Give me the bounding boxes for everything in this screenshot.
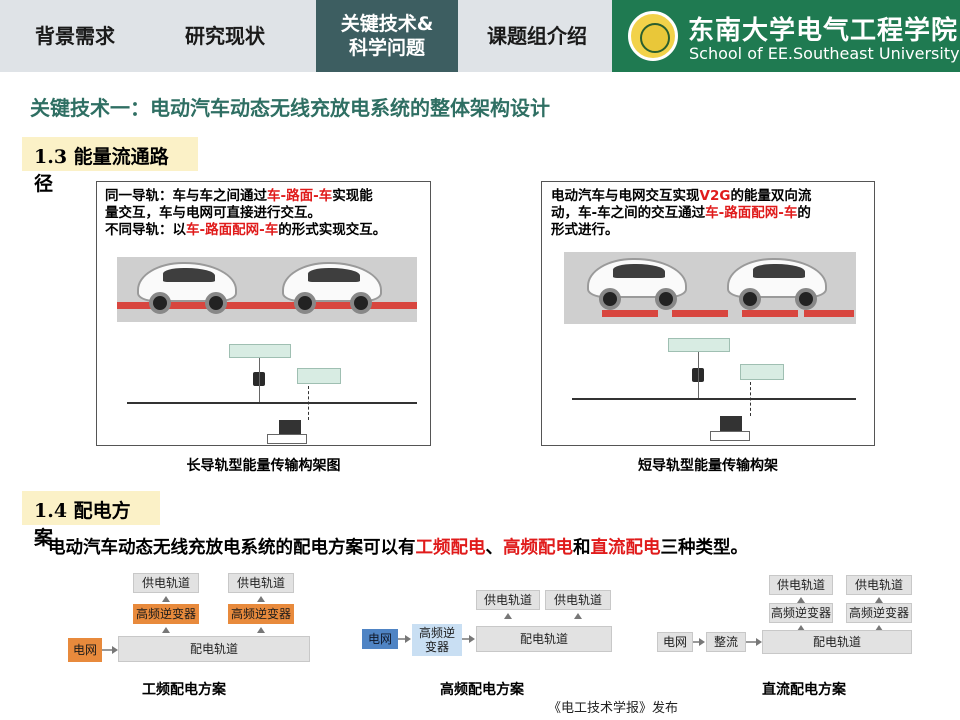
control-module [740,364,784,380]
supply-rail-block: 供电轨道 [545,590,611,610]
top-nav: 背景需求 研究现状 关键技术& 科学问题 课题组介绍 东南大学电气工程学院 Sc… [0,0,960,72]
server-icon [279,420,301,436]
tab-key-technology[interactable]: 关键技术& 科学问题 [316,0,458,72]
hf-inverter-block: 高频逆变器 [846,603,912,623]
dynamic-charging-unit [668,338,730,352]
ac-bus-line [127,402,417,404]
control-center [710,431,750,441]
grid-block: 电网 [362,629,398,649]
supply-rail-block: 供电轨道 [846,575,912,595]
electric-car-icon [282,254,382,314]
publication-note: 《电工技术学报》发布 [548,701,679,716]
distribution-rail-block: 配电轨道 [762,630,912,654]
hf-inverter-block: 高频逆变器 [133,604,199,624]
distribution-rail-block: 配电轨道 [118,636,310,662]
grid-block: 电网 [657,632,693,652]
rail-segment [742,310,798,317]
electric-car-icon [727,250,827,310]
university-logo-icon [628,11,678,61]
rail-segment [804,310,854,317]
tab-group-intro[interactable]: 课题组介绍 [487,24,587,48]
tab-research-status[interactable]: 研究现状 [185,24,265,48]
caption-dc: 直流配电方案 [762,682,846,698]
grid-block: 电网 [68,638,102,662]
supply-rail-block: 供电轨道 [769,575,833,595]
section-heading-distribution: 1.4 配电方案 [22,491,160,549]
brand-name-cn: 东南大学电气工程学院 [688,16,959,46]
supply-rail-block: 供电轨道 [133,573,199,593]
dynamic-charging-unit [229,344,291,358]
brand-banner: 东南大学电气工程学院 School of EE.Southeast Univer… [612,0,960,72]
rail-segment [672,310,728,317]
section-heading-energy-path: 1.3 能量流通路径 [22,137,198,195]
figure-long-rail-caption: 长导轨型能量传输构架图 [186,458,341,474]
caption-power-frequency: 工频配电方案 [142,682,226,698]
ac-bus-line [572,398,856,400]
hf-inverter-block: 高频逆变器 [769,603,833,623]
figure-short-rail: 电动汽车与电网交互实现V2G的能量双向流 动，车-车之间的交互通过车-路面配网-… [541,181,875,446]
control-module [297,368,341,384]
figure-long-rail: 同一导轨：车与车之间通过车-路面-车实现能 量交互，车与电网可直接进行交互。 不… [96,181,431,446]
caption-high-frequency: 高频配电方案 [440,682,524,698]
distribution-rail-block: 配电轨道 [476,626,612,652]
control-center [267,434,307,444]
figure-short-rail-caption: 短导轨型能量传输构架 [638,458,778,474]
electric-car-icon [137,254,237,314]
server-icon [720,416,742,432]
figure-long-rail-text: 同一导轨：车与车之间通过车-路面-车实现能 量交互，车与电网可直接进行交互。 不… [105,188,387,238]
supply-rail-block: 供电轨道 [476,590,540,610]
hf-inverter-block: 高频逆 变器 [412,624,462,656]
supply-rail-block: 供电轨道 [228,573,294,593]
brand-name-en: School of EE.Southeast University [689,44,960,63]
rail-strip [117,302,417,309]
rail-segment [602,310,658,317]
distribution-description: 电动汽车动态无线充放电系统的配电方案可以有工频配电、高频配电和直流配电三种类型。 [48,538,748,558]
rectifier-block: 整流 [706,632,746,652]
electric-car-icon [587,250,687,310]
hf-inverter-block: 高频逆变器 [228,604,294,624]
tab-background[interactable]: 背景需求 [35,24,115,48]
page-title: 关键技术一：电动汽车动态无线充放电系统的整体架构设计 [30,96,550,120]
figure-short-rail-text: 电动汽车与电网交互实现V2G的能量双向流 动，车-车之间的交互通过车-路面配网-… [551,188,812,238]
